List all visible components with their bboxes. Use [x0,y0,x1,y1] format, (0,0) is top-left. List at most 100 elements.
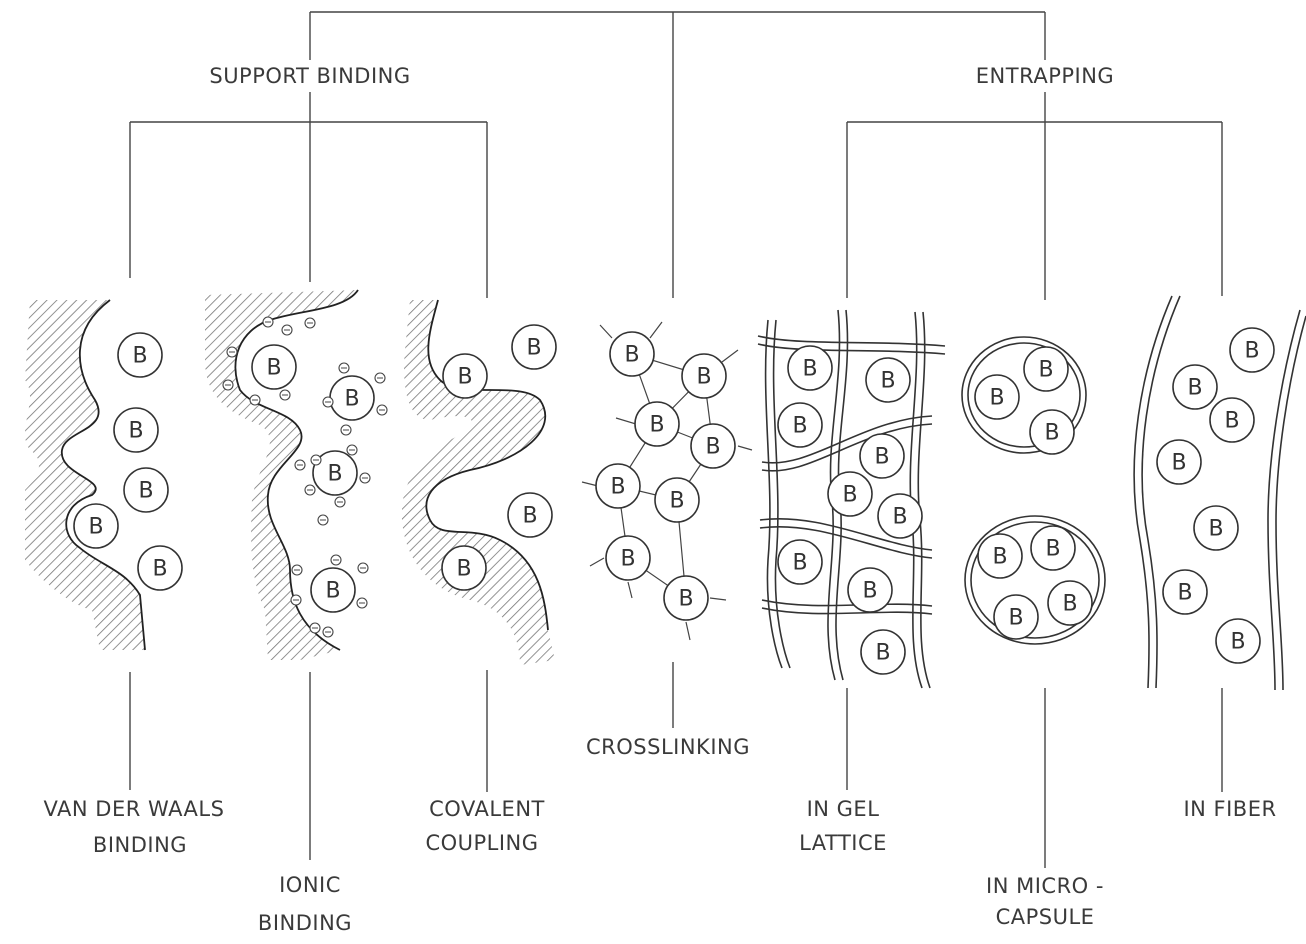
in-gel-lattice-label-line1: IN GEL [807,797,880,821]
ion-charge-mark [280,390,290,400]
biocatalyst-circle: B [512,325,556,369]
ionic-binding-label-line2: BINDING [258,911,352,935]
ion-charge-mark [347,445,357,455]
biocatalyst-circle: B [508,493,552,537]
biocatalyst-circle: B [1157,440,1201,484]
svg-text:B: B [624,343,639,368]
biocatalyst-circle: B [138,546,182,590]
svg-text:B: B [344,387,359,412]
biocatalyst-circle: B [606,536,650,580]
biocatalyst-circle: B [691,424,735,468]
biocatalyst-circle: B [682,354,726,398]
ion-charge-mark [375,373,385,383]
svg-text:B: B [1177,581,1192,606]
ionic-binding-label-line1: IONIC [279,873,341,897]
biocatalyst-circle: B [861,630,905,674]
biocatalyst-circle: B [1216,619,1260,663]
biocatalyst-circle: B [124,468,168,512]
biocatalyst-circle: B [778,540,822,584]
biocatalyst-circle: B [311,568,355,612]
biocatalyst-circle: B [1024,347,1068,391]
svg-text:B: B [792,551,807,576]
svg-text:B: B [457,365,472,390]
crosslinking-label: CROSSLINKING [586,735,750,759]
biocatalyst-circle: B [1230,328,1274,372]
covalent-coupling-label-line2: COUPLING [425,831,538,855]
svg-text:B: B [1244,339,1259,364]
in-microcapsule-label-line2: CAPSULE [996,905,1095,929]
biocatalyst-circle: B [778,403,822,447]
biocatalyst-circle: B [442,546,486,590]
svg-text:B: B [1062,592,1077,617]
biocatalyst-circle: B [975,375,1019,419]
biocatalyst-circle: B [114,408,158,452]
van-der-waals-label-line1: VAN DER WAALS [44,797,225,821]
svg-text:B: B [875,641,890,666]
svg-text:B: B [1187,376,1202,401]
biocatalyst-circle: B [828,472,872,516]
biocatalyst-circle: B [610,332,654,376]
svg-text:B: B [88,515,103,540]
svg-text:B: B [620,547,635,572]
svg-text:B: B [325,579,340,604]
support-binding-label: SUPPORT BINDING [209,64,410,88]
ion-charge-mark [311,455,321,465]
ion-charge-mark [250,395,260,405]
svg-text:B: B [456,557,471,582]
ion-charge-mark [331,555,341,565]
svg-text:B: B [132,344,147,369]
biocatalyst-circle: B [878,494,922,538]
svg-text:B: B [874,445,889,470]
svg-text:B: B [1044,421,1059,446]
svg-text:B: B [892,505,907,530]
svg-text:B: B [610,475,625,500]
biocatalyst-circle: B [1173,365,1217,409]
svg-text:B: B [1008,606,1023,631]
svg-text:B: B [880,369,895,394]
svg-text:B: B [152,557,167,582]
biocatalyst-circle: B [118,333,162,377]
biocatalyst-circle: B [848,568,892,612]
biocatalyst-circle: B [788,346,832,390]
ion-charge-mark [305,485,315,495]
svg-text:B: B [1171,451,1186,476]
svg-text:B: B [678,587,693,612]
ion-charge-mark [357,598,367,608]
svg-text:B: B [266,356,281,381]
biocatalyst-circle: B [1163,570,1207,614]
ion-charge-mark [318,515,328,525]
svg-text:B: B [792,414,807,439]
svg-text:B: B [327,462,342,487]
biocatalyst-circle: B [443,354,487,398]
biocatalyst-circle: B [635,402,679,446]
biocatalyst-circle: B [74,504,118,548]
in-gel-lattice-label-line2: LATTICE [799,831,887,855]
svg-text:B: B [842,483,857,508]
ion-charge-mark [335,497,345,507]
biocatalyst-circle: B [252,345,296,389]
biocatalyst-circle: B [1048,581,1092,625]
covalent-coupling-label-line1: COVALENT [429,797,545,821]
entrapping-label: ENTRAPPING [976,64,1114,88]
biocatalyst-circle: B [655,478,699,522]
in-microcapsule-label-line1: IN MICRO - [986,874,1104,898]
biocatalyst-circle: B [330,376,374,420]
svg-text:B: B [989,386,1004,411]
biocatalyst-circle: B [1031,526,1075,570]
ion-charge-mark [227,347,237,357]
ion-charge-mark [282,325,292,335]
svg-text:B: B [802,357,817,382]
svg-text:B: B [522,504,537,529]
svg-text:B: B [696,365,711,390]
ion-charge-mark [360,473,370,483]
ion-charge-mark [323,397,333,407]
in-fiber-label: IN FIBER [1183,797,1276,821]
van-der-waals-label-line2: BINDING [93,833,187,857]
svg-text:B: B [862,579,877,604]
biocatalyst-circle: B [664,576,708,620]
biocatalyst-circle: B [1210,398,1254,442]
ion-charge-mark [323,627,333,637]
svg-text:B: B [1208,517,1223,542]
svg-text:B: B [992,545,1007,570]
